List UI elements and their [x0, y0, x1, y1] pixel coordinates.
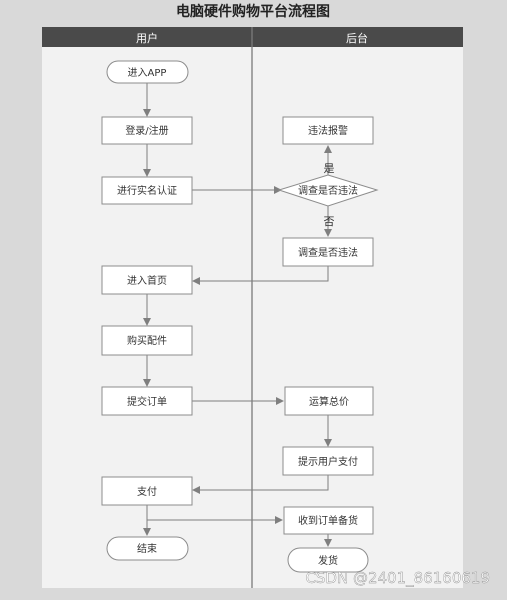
edge-label-yes: 是 [324, 162, 335, 175]
node-decision: 调查是否违法 [277, 174, 379, 207]
node-label: 进入APP [128, 67, 167, 79]
node-ship: 发货 [287, 547, 369, 573]
node-buy: 购买配件 [101, 325, 193, 356]
node-label: 进行实名认证 [117, 184, 177, 197]
node-receive: 收到订单备货 [283, 506, 374, 535]
node-label: 进入首页 [127, 274, 167, 287]
node-calc: 运算总价 [284, 386, 374, 416]
decision-shape [277, 174, 379, 207]
lane-backend-header: 后台 [346, 31, 368, 45]
process-shape [101, 265, 193, 295]
process-shape [283, 506, 374, 535]
watermark: CSDN @2401_86160619 [305, 569, 490, 588]
node-label: 登录/注册 [125, 124, 168, 137]
node-label: 提交订单 [127, 395, 167, 408]
node-label: 支付 [137, 485, 157, 498]
node-login: 登录/注册 [101, 116, 193, 145]
node-label: 调查是否违法 [298, 184, 358, 197]
node-prompt-pay: 提示用户支付 [282, 446, 374, 476]
connectors [143, 83, 332, 547]
diagram-title: 电脑硬件购物平台流程图 [176, 3, 330, 20]
node-pay: 支付 [101, 476, 193, 506]
lane-user-header: 用户 [136, 31, 158, 45]
terminator-shape [287, 547, 369, 573]
process-shape [282, 446, 374, 476]
edge-label-no: 否 [324, 215, 335, 228]
process-shape [101, 476, 193, 506]
node-alarm: 违法报警 [282, 116, 374, 145]
edge-promptpay-pay [192, 475, 329, 494]
process-shape [282, 116, 374, 145]
process-shape [284, 386, 374, 416]
node-label: 收到订单备货 [298, 514, 358, 527]
node-label: 购买配件 [127, 334, 167, 347]
node-submit: 提交订单 [101, 386, 193, 416]
node-label: 违法报警 [308, 124, 348, 137]
process-shape [101, 325, 193, 356]
node-home: 进入首页 [101, 265, 193, 295]
edge-investigate-home [192, 266, 329, 285]
node-enter-app: 进入APP [106, 60, 189, 84]
process-shape [101, 116, 193, 145]
node-investigate: 调查是否违法 [282, 237, 374, 267]
node-label: 调查是否违法 [298, 246, 358, 259]
terminator-shape [106, 60, 189, 84]
node-end: 结束 [106, 536, 189, 561]
process-shape [282, 237, 374, 267]
terminator-shape [106, 536, 189, 561]
process-shape [101, 386, 193, 416]
node-label: 结束 [137, 542, 157, 555]
process-shape [101, 176, 193, 205]
node-label: 提示用户支付 [298, 455, 358, 468]
node-verify: 进行实名认证 [101, 176, 193, 205]
node-label: 运算总价 [309, 395, 349, 408]
node-label: 发货 [318, 554, 338, 567]
